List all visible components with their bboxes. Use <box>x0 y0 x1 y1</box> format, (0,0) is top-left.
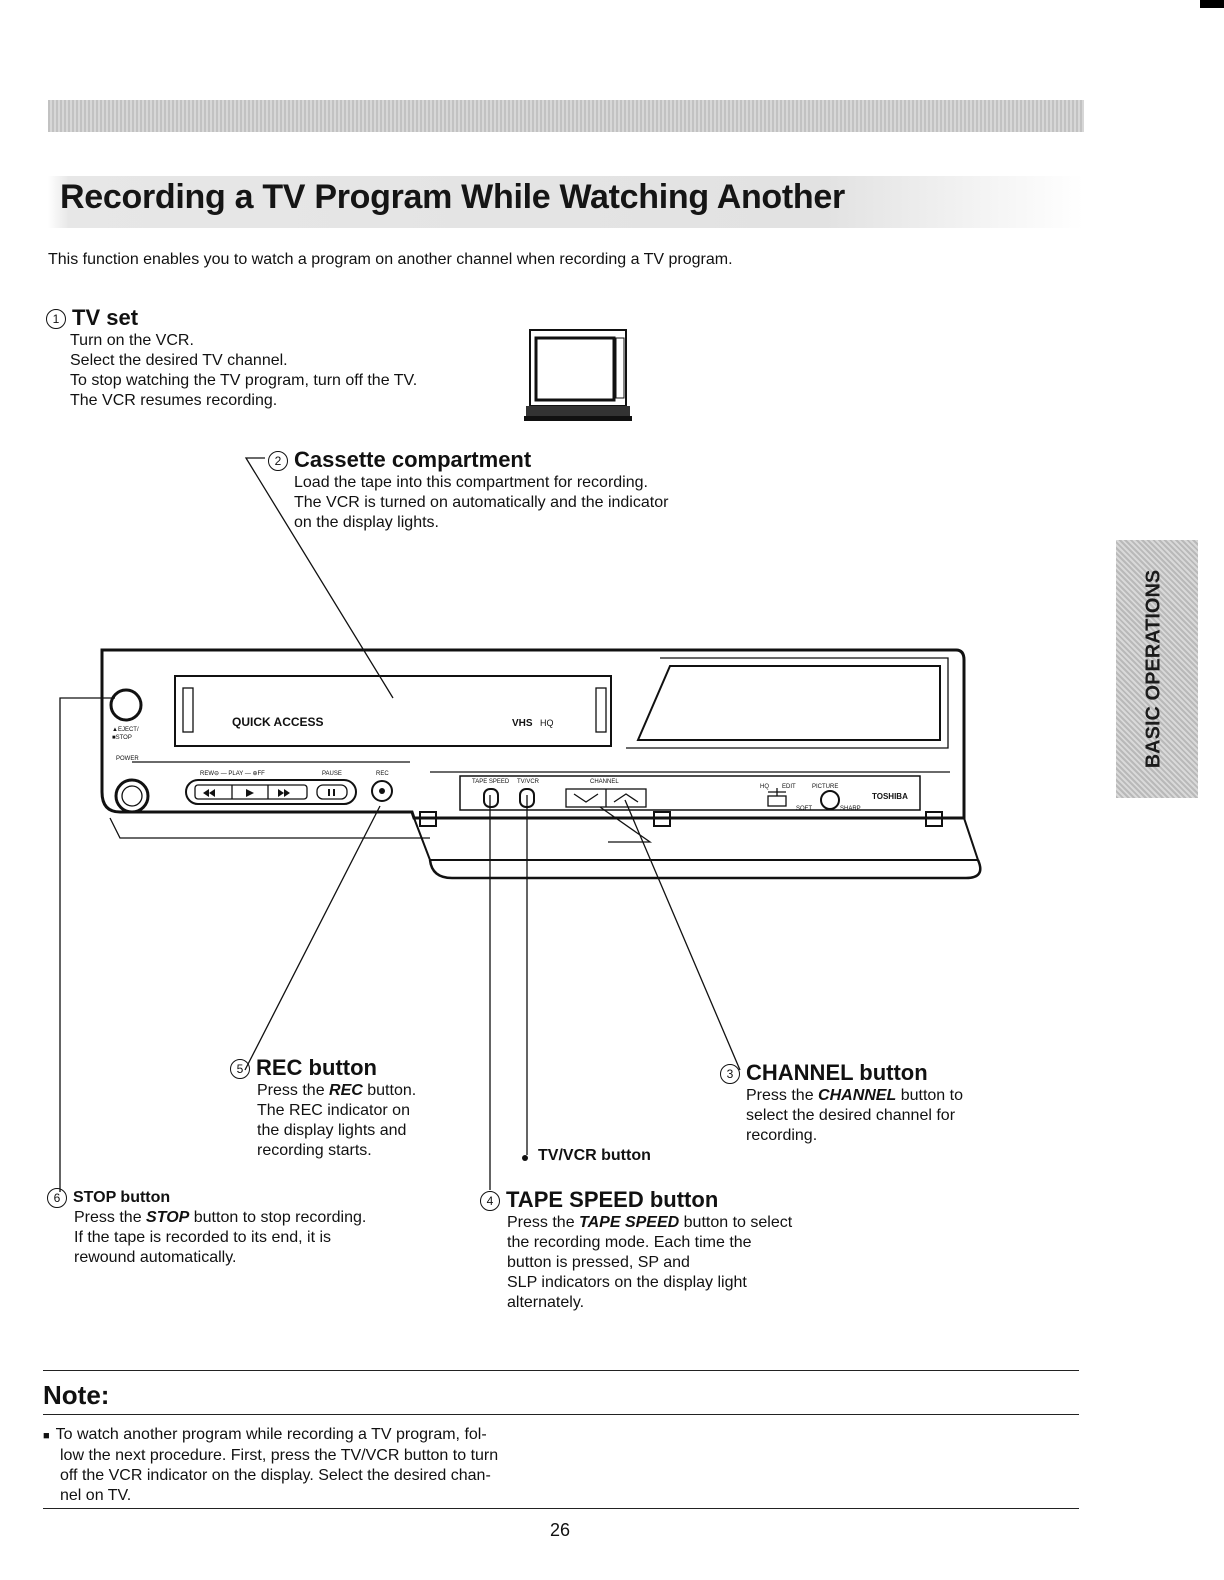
tv-illustration <box>524 329 632 421</box>
rec-heading: REC button <box>256 1055 377 1080</box>
note-title: Note: <box>43 1380 110 1410</box>
tvvcr-label-text: TV/VCR button <box>538 1147 651 1164</box>
tv-set-heading: TV set <box>72 305 139 330</box>
tv-set-section: 1 TV set Turn on the VCR. Select the desi… <box>46 305 417 411</box>
number-badge: 3 <box>720 1064 740 1085</box>
tv-set-line: Turn on the VCR. <box>70 332 194 349</box>
tv-set-line: The VCR resumes recording. <box>70 392 278 409</box>
rec-line: Press the REC button. <box>257 1081 416 1101</box>
text-run: button. <box>362 1082 417 1099</box>
tvvcr-label: TV/VCR <box>517 779 540 785</box>
corner-mark <box>1200 0 1224 8</box>
note-line: off the VCR indicator on the display. Se… <box>60 1467 491 1484</box>
cassette-section: 2 Cassette compartment Load the tape into… <box>268 447 668 533</box>
rec-line: the display lights and <box>257 1122 407 1139</box>
note-line: ■ To watch another program while recordin… <box>43 1425 563 1446</box>
page-number: 26 <box>550 1520 571 1540</box>
stop-section: 6 STOP button Press the STOP button to st… <box>47 1188 366 1268</box>
cassette-line: The VCR is turned on automatically and t… <box>294 494 669 511</box>
stop-line: If the tape is recorded to its end, it i… <box>74 1229 332 1246</box>
channel-line: Press the CHANNEL button to <box>746 1086 963 1106</box>
header-band <box>48 100 1084 132</box>
tape-speed-label: TAPE SPEED <box>472 779 510 785</box>
note-line: low the next procedure. First, press the… <box>60 1447 499 1464</box>
note-line-text: To watch another program while recording… <box>55 1426 487 1443</box>
soft-label: SOFT <box>796 806 812 812</box>
number-badge: 6 <box>47 1188 67 1208</box>
stop-label: ■STOP <box>112 735 132 741</box>
emphasis: STOP <box>146 1209 190 1226</box>
text-run: button to select <box>679 1214 793 1231</box>
channel-label: CHANNEL <box>590 779 619 785</box>
tape-speed-heading: TAPE SPEED button <box>506 1187 719 1212</box>
vhs-logo: VHS <box>512 718 533 729</box>
sharp-label: SHARP <box>840 806 861 812</box>
note-text: ■ To watch another program while recordin… <box>43 1425 563 1506</box>
rec-label: REC <box>376 771 389 777</box>
power-label: POWER <box>116 756 139 762</box>
divider <box>43 1508 1079 1509</box>
tape-speed-line: SLP indicators on the display light <box>507 1274 747 1291</box>
side-tab-label-wrap: BASIC OPERATIONS <box>1140 540 1168 798</box>
note-line: nel on TV. <box>60 1487 132 1504</box>
transport-label: REW⊖ — PLAY — ⊕FF <box>200 771 265 777</box>
divider <box>43 1414 1079 1415</box>
side-tab <box>1116 540 1198 798</box>
text-run: Press the <box>746 1087 819 1104</box>
text-run: button to stop recording. <box>189 1209 367 1226</box>
stop-line: Press the STOP button to stop recording. <box>74 1208 366 1228</box>
tape-speed-section: 4 TAPE SPEED button Press the TAPE SPEED … <box>480 1187 792 1313</box>
emphasis: TAPE SPEED <box>579 1214 680 1231</box>
number-badge: 1 <box>46 309 66 330</box>
channel-heading: CHANNEL button <box>746 1060 928 1085</box>
side-tab-label: BASIC OPERATIONS <box>1142 569 1165 769</box>
cassette-heading: Cassette compartment <box>294 447 532 472</box>
text-run: Press the <box>507 1214 580 1231</box>
tape-speed-line: the recording mode. Each time the <box>507 1234 752 1251</box>
text-run: button to <box>896 1087 963 1104</box>
rec-line: The REC indicator on <box>257 1102 410 1119</box>
cassette-line: on the display lights. <box>294 514 439 531</box>
number-badge: 2 <box>268 451 288 472</box>
channel-line: select the desired channel for <box>746 1107 956 1124</box>
channel-section: 3 CHANNEL button Press the CHANNEL button… <box>720 1060 963 1146</box>
pause-label: PAUSE <box>322 771 342 777</box>
edit-label: EDIT <box>782 784 796 790</box>
number-badge: 5 <box>230 1059 250 1080</box>
intro-text: This function enables you to watch a pro… <box>48 251 733 268</box>
vcr-diagram: QUICK ACCESS VHS HQ ▲EJECT/ ■STOP POWER … <box>59 457 982 1192</box>
emphasis: REC <box>329 1082 363 1099</box>
tape-speed-line: Press the TAPE SPEED button to select <box>507 1213 792 1233</box>
tape-speed-line: alternately. <box>507 1294 585 1311</box>
page-title: Recording a TV Program While Watching An… <box>60 178 845 216</box>
title-band <box>48 176 1084 228</box>
text-run: Press the <box>257 1082 330 1099</box>
hq-small-label: HQ <box>760 784 769 790</box>
channel-line: recording. <box>746 1127 818 1144</box>
eject-label: ▲EJECT/ <box>112 727 139 733</box>
stop-line: rewound automatically. <box>74 1249 237 1266</box>
picture-label: PICTURE <box>812 784 838 790</box>
hq-label: HQ <box>540 718 554 728</box>
rec-section: 5 REC button Press the REC button. The RE… <box>230 1055 416 1161</box>
tv-set-line: To stop watching the TV program, turn of… <box>70 372 418 389</box>
number-badge: 4 <box>480 1191 500 1212</box>
tv-set-line: Select the desired TV channel. <box>70 352 288 369</box>
emphasis: CHANNEL <box>818 1087 897 1104</box>
bullet-icon: ■ <box>43 1430 50 1442</box>
tape-speed-line: button is pressed, SP and <box>507 1254 690 1271</box>
cassette-line: Load the tape into this compartment for … <box>294 474 648 491</box>
divider <box>43 1370 1079 1371</box>
quick-access-label: QUICK ACCESS <box>232 715 324 729</box>
stop-heading: STOP button <box>73 1189 171 1207</box>
rec-line: recording starts. <box>257 1142 372 1159</box>
text-run: Press the <box>74 1209 147 1226</box>
brand-label: TOSHIBA <box>872 792 908 801</box>
